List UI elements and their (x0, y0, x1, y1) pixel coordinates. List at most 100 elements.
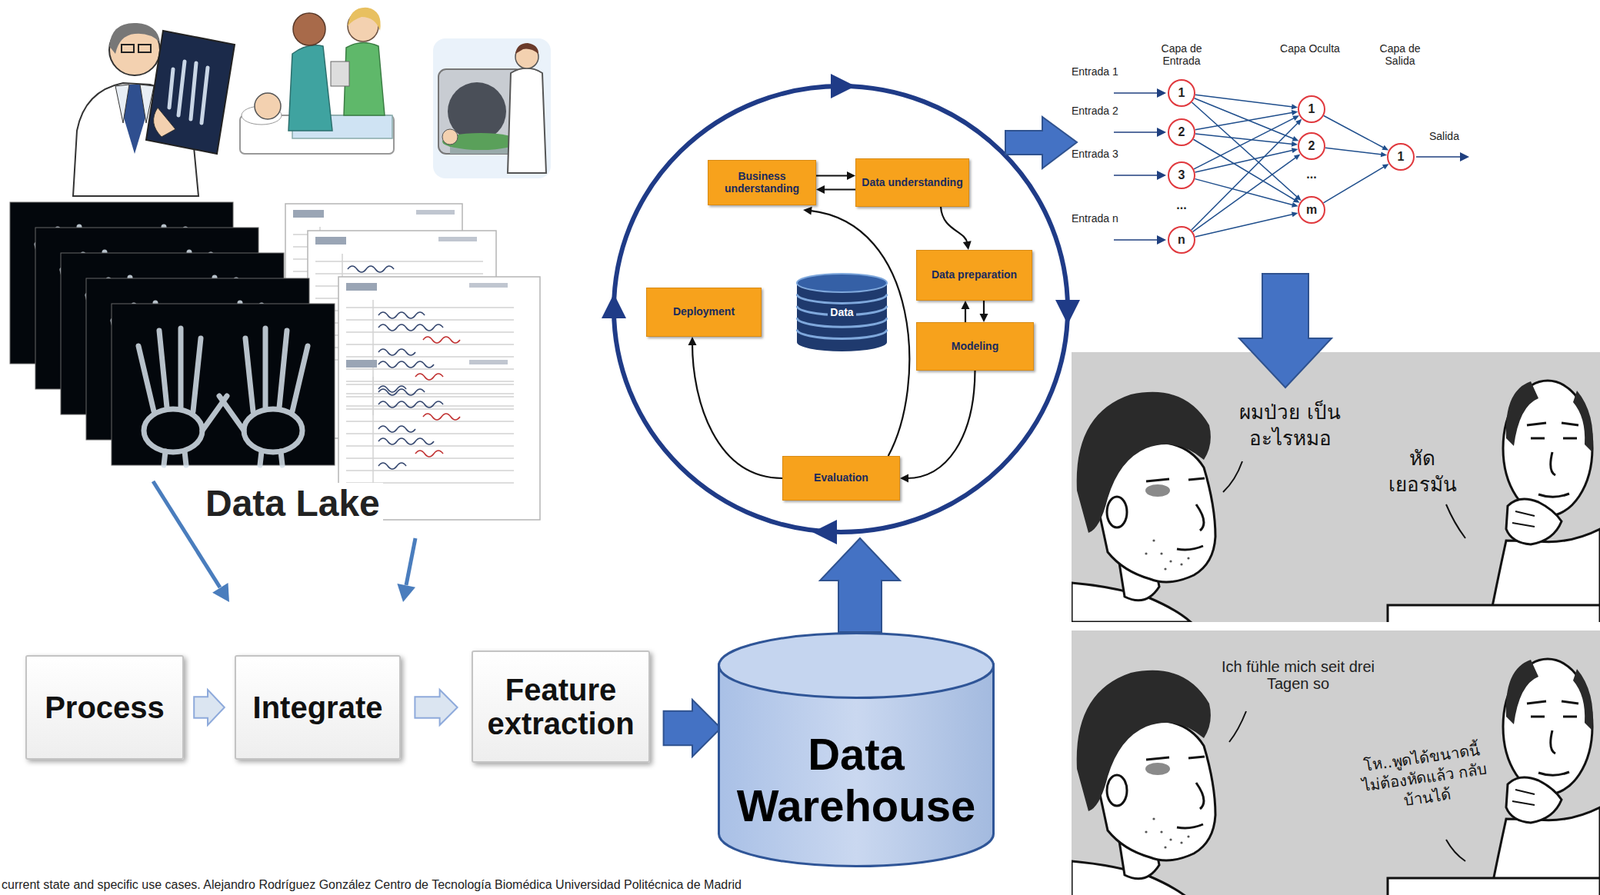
crisp-cycle-ring (601, 73, 1080, 545)
ellipsis: ... (1166, 198, 1197, 213)
process-box: Feature extraction (471, 650, 650, 764)
neuron-connection (1195, 147, 1299, 173)
flow-arrow (688, 336, 784, 479)
neuron-circle: 2 (1297, 132, 1326, 160)
process-box: Modeling (916, 322, 1034, 371)
flow-arrow (940, 206, 972, 250)
neuron-connection (1195, 110, 1299, 130)
node-label: Data (827, 306, 856, 319)
data-lake-arrow (153, 481, 416, 603)
neuron-connection (1194, 98, 1300, 142)
block-arrow (193, 690, 225, 726)
layer-label: Capa de Salida (1367, 43, 1433, 67)
node-label: Data preparation (921, 269, 1027, 282)
node-label: Data Warehouse (733, 729, 980, 832)
text-block: 1 (1390, 150, 1412, 164)
block-arrow (820, 538, 900, 633)
neuron-circle: 1 (1167, 79, 1196, 107)
process-box: Data preparation (916, 250, 1033, 301)
input-label: Entrada n (1071, 213, 1119, 226)
speech-text: Ich fühle mich seit drei Tagen so (1219, 658, 1377, 694)
input-label: Entrada 2 (1071, 105, 1119, 118)
nurses-clipart (240, 7, 394, 154)
process-box: Deployment (646, 287, 762, 337)
text-block: m (1300, 203, 1323, 217)
text-block: Data understanding (860, 176, 964, 190)
node-label: Business understanding (713, 170, 811, 195)
output-label: Salida (1429, 130, 1460, 144)
section-title: Data Lake (202, 483, 384, 525)
node-label: 2 (1170, 125, 1193, 140)
neuron-connection (1323, 163, 1389, 204)
flow-arrow (980, 300, 989, 323)
neuron-connection (1195, 211, 1299, 237)
node-label: 2 (1300, 139, 1323, 154)
neuron-circle: 1 (1386, 143, 1415, 171)
node-label: Feature extraction (480, 673, 641, 741)
node-label: Modeling (921, 340, 1029, 354)
database-cylinder: Data (796, 273, 888, 353)
block-arrow (1005, 116, 1077, 169)
neuron-circle: 2 (1167, 118, 1196, 147)
node-label: n (1170, 233, 1193, 247)
process-box: Integrate (234, 655, 401, 760)
comic-panel (1071, 352, 1600, 895)
neuron-circle: 3 (1167, 161, 1196, 190)
text-block: Integrate (245, 690, 390, 725)
node-label: 1 (1170, 86, 1193, 100)
ellipsis: ... (1296, 167, 1327, 182)
neuron-connection (1193, 154, 1301, 233)
mri-clipart (433, 38, 551, 179)
input-label: Entrada 3 (1071, 148, 1119, 161)
speech-text: หัด เยอรมัน (1375, 446, 1470, 499)
block-arrow (1239, 273, 1332, 388)
neuron-connection (1195, 133, 1298, 147)
node-label: Integrate (245, 690, 390, 725)
node-label: 1 (1300, 102, 1323, 117)
process-box: Data understanding (855, 158, 970, 207)
block-arrow (663, 700, 721, 757)
text-block: 1 (1300, 102, 1323, 117)
neuron-connection (1323, 115, 1389, 150)
layer-label: Capa Oculta (1279, 43, 1341, 56)
neuron-circle: m (1297, 196, 1326, 224)
neuron-connection (1195, 94, 1298, 110)
neuron-circle: n (1167, 226, 1196, 254)
text-block: Feature extraction (480, 673, 641, 741)
block-arrow (414, 690, 457, 726)
flow-arrow (816, 171, 856, 180)
node-label: Process (36, 690, 174, 725)
neuron-connection (1191, 119, 1303, 230)
input-label: Entrada 1 (1071, 66, 1119, 79)
doctor-clipart (73, 23, 235, 197)
flow-arrow (816, 185, 856, 194)
process-box: Process (25, 655, 184, 760)
neuron-connection (1325, 147, 1387, 157)
node-label: 3 (1170, 168, 1193, 183)
text-block: Data preparation (921, 269, 1027, 282)
text-block: 2 (1300, 139, 1323, 154)
text-block: Evaluation (787, 472, 895, 485)
text-block: Process (36, 690, 174, 725)
neural-input-arrows (1113, 88, 1470, 245)
neuron-connection (1191, 102, 1301, 201)
process-box: Evaluation (782, 456, 900, 501)
node-label: m (1300, 203, 1323, 217)
caption: current state and specific use cases. Al… (1, 878, 742, 893)
text-block: Data Warehouse (733, 729, 980, 832)
text-block: Business understanding (713, 170, 811, 195)
text-block: 3 (1170, 168, 1193, 183)
node-label: 1 (1390, 150, 1412, 164)
node-label: Evaluation (787, 472, 895, 485)
node-label: Data understanding (860, 176, 964, 190)
xray-stack (10, 202, 335, 466)
speech-text: ผมป่วย เป็นอะไรหมอ (1221, 400, 1359, 453)
text-block: Data (799, 306, 885, 319)
text-block: n (1170, 233, 1193, 247)
text-block: Deployment (651, 306, 757, 319)
text-block: Modeling (921, 340, 1029, 354)
flow-arrow (961, 300, 970, 323)
text-block: 2 (1170, 125, 1193, 140)
neuron-circle: 1 (1297, 95, 1326, 124)
flow-arrow (900, 370, 976, 484)
